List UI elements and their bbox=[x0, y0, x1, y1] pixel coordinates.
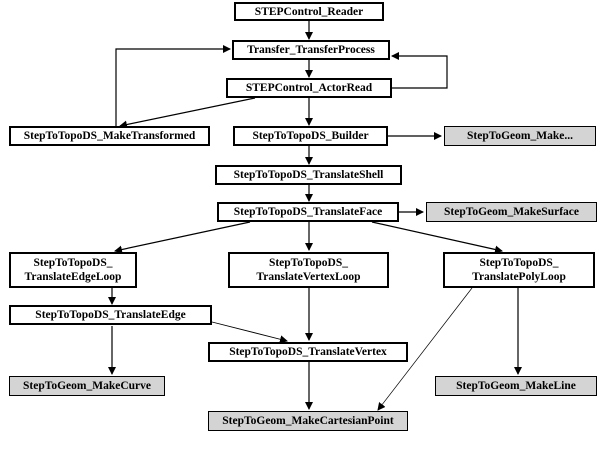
arrow-face-to-edgeloop bbox=[114, 221, 251, 254]
node-steptogeom-make-ellipsis: StepToGeom_Make... bbox=[444, 126, 596, 146]
node-steptogeom-makecartesianpoint: StepToGeom_MakeCartesianPoint bbox=[208, 411, 408, 431]
node-steptotopods-maketransformed: StepToTopoDS_MakeTransformed bbox=[9, 126, 210, 146]
node-polyloop-line1: StepToTopoDS_ bbox=[479, 257, 559, 269]
node-steptogeom-makecurve: StepToGeom_MakeCurve bbox=[9, 376, 165, 396]
arrow-actorread-to-maketransformed bbox=[119, 97, 256, 129]
node-transfer-transferprocess: Transfer_TransferProcess bbox=[232, 40, 390, 60]
arrow-edge-to-vertex bbox=[211, 321, 288, 344]
node-steptotopods-translateedge: StepToTopoDS_TranslateEdge bbox=[9, 305, 212, 325]
node-steptotopods-builder: StepToTopoDS_Builder bbox=[233, 126, 388, 146]
node-steptotopods-translateedgeloop: StepToTopoDS_ TranslateEdgeLoop bbox=[9, 252, 137, 288]
loop-maketransformed-to-transfer bbox=[115, 45, 231, 126]
node-steptotopods-translatepolyloop: StepToTopoDS_ TranslatePolyLoop bbox=[443, 252, 595, 288]
node-stepcontrol-actorread: STEPControl_ActorRead bbox=[226, 78, 392, 98]
node-steptotopods-translateshell: StepToTopoDS_TranslateShell bbox=[215, 165, 402, 185]
node-steptotopods-translatevertexloop: StepToTopoDS_ TranslateVertexLoop bbox=[228, 252, 389, 288]
node-edgeloop-line1: StepToTopoDS_ bbox=[33, 257, 113, 269]
node-stepcontrol-reader: STEPControl_Reader bbox=[234, 2, 384, 21]
node-steptogeom-makesurface: StepToGeom_MakeSurface bbox=[426, 202, 597, 222]
node-polyloop-line2: TranslatePolyLoop bbox=[472, 271, 566, 283]
node-steptotopods-translatevertex: StepToTopoDS_TranslateVertex bbox=[208, 342, 408, 362]
arrow-polyloop-to-cartesian bbox=[377, 287, 473, 411]
node-vertexloop-line1: StepToTopoDS_ bbox=[268, 257, 349, 269]
loop-actorread-to-transfer bbox=[391, 52, 448, 89]
node-steptotopods-translateface: StepToTopoDS_TranslateFace bbox=[217, 202, 399, 222]
node-steptogeom-makeline: StepToGeom_MakeLine bbox=[435, 376, 597, 396]
arrow-face-to-polyloop bbox=[371, 221, 503, 254]
node-vertexloop-line2: TranslateVertexLoop bbox=[256, 271, 361, 283]
node-edgeloop-line2: TranslateEdgeLoop bbox=[24, 271, 122, 283]
